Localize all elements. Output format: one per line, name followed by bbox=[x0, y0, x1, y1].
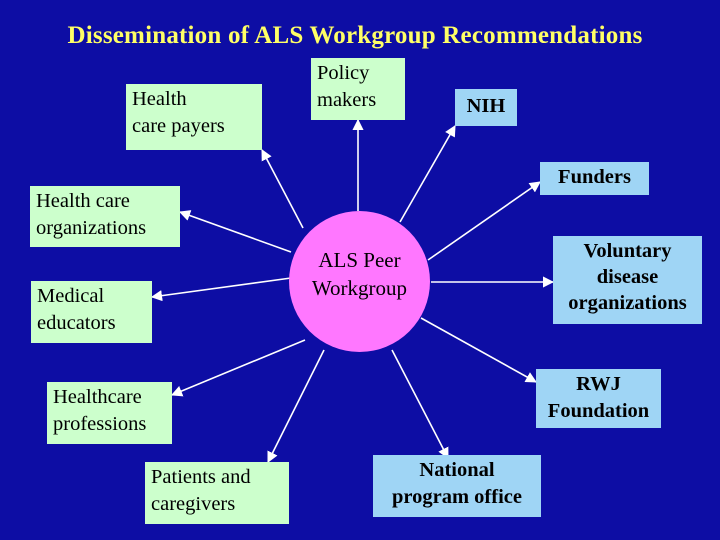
center-line-2: Workgroup bbox=[311, 275, 408, 300]
node-line: National bbox=[419, 459, 495, 481]
node-line: Funders bbox=[558, 166, 631, 188]
node-line: Health care bbox=[36, 190, 130, 212]
node-line: Foundation bbox=[547, 399, 650, 422]
node-line: care payers bbox=[132, 114, 225, 137]
arrow-to-rwj-foundation bbox=[420, 317, 537, 383]
arrow-to-health-care-organizations bbox=[178, 210, 292, 253]
arrow-to-health-care-payers bbox=[261, 149, 304, 229]
node-line: NIH bbox=[466, 95, 506, 117]
rwj-foundation-node: RWJ Foundation bbox=[536, 369, 661, 428]
national-program-office-node: National program office bbox=[373, 455, 541, 517]
arrow-to-funders bbox=[427, 181, 541, 261]
node-line: Patients and bbox=[151, 466, 251, 488]
health-care-organizations-node: Health care organizations bbox=[30, 186, 180, 247]
medical-educators-node: Medical educators bbox=[31, 281, 152, 343]
funders-node: Funders bbox=[540, 162, 649, 195]
node-line: professions bbox=[53, 412, 147, 435]
node-line: caregivers bbox=[151, 492, 236, 515]
health-care-payers-node: Health care payers bbox=[126, 84, 262, 150]
node-line: Policy bbox=[317, 62, 370, 84]
arrow-to-nih bbox=[399, 125, 456, 223]
arrow-to-healthcare-professions bbox=[170, 339, 306, 397]
node-line: Voluntary bbox=[583, 240, 672, 262]
node-line: Healthcare bbox=[53, 386, 142, 408]
voluntary-disease-organizations-node: Voluntary disease organizations bbox=[553, 236, 702, 324]
node-line: educators bbox=[37, 311, 116, 334]
healthcare-professions-node: Healthcare professions bbox=[47, 382, 172, 444]
center-line-1: ALS Peer bbox=[318, 248, 401, 273]
patients-and-caregivers-node: Patients and caregivers bbox=[145, 462, 289, 524]
node-line: RWJ bbox=[576, 373, 621, 395]
arrow-to-patients-and-caregivers bbox=[267, 349, 325, 464]
node-line: program office bbox=[392, 485, 522, 508]
node-line: makers bbox=[317, 88, 377, 111]
node-line: Medical bbox=[37, 285, 105, 307]
node-line: disease bbox=[596, 266, 659, 289]
arrow-to-national-program-office bbox=[391, 349, 449, 459]
arrow-to-medical-educators bbox=[150, 277, 292, 302]
policy-makers-node: Policy makers bbox=[311, 58, 405, 120]
node-line: Health bbox=[132, 88, 187, 110]
node-line: organizations bbox=[568, 292, 687, 315]
diagram-title: Dissemination of ALS Workgroup Recommend… bbox=[67, 22, 643, 49]
nih-node: NIH bbox=[455, 89, 517, 126]
node-line: organizations bbox=[36, 216, 147, 239]
